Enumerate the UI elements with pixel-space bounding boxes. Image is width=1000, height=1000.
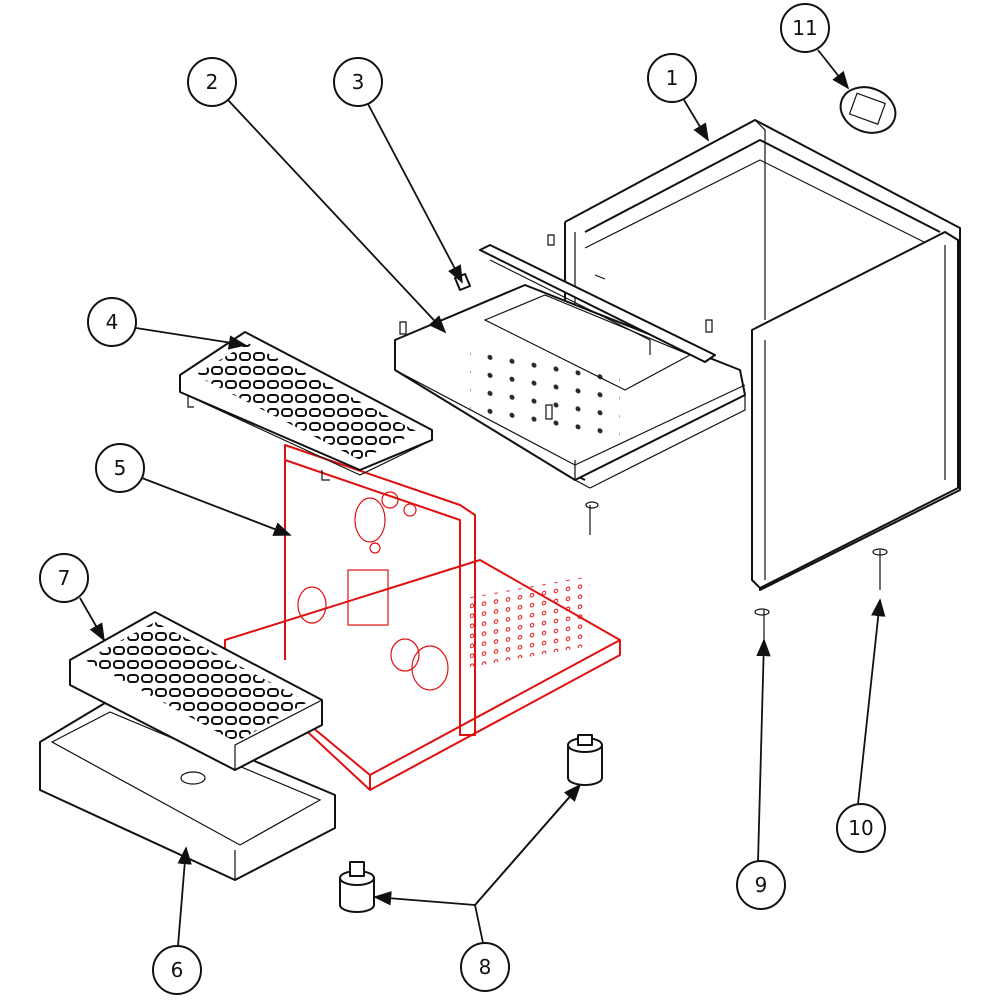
callout-label: 3 bbox=[352, 70, 365, 94]
leader-lines bbox=[79, 49, 886, 947]
callout-10: 10 bbox=[836, 803, 886, 853]
callout-4: 4 bbox=[87, 297, 137, 347]
callout-label: 6 bbox=[171, 958, 184, 982]
callout-label: 8 bbox=[479, 955, 492, 979]
callout-label: 10 bbox=[848, 816, 873, 840]
callout-label: 7 bbox=[58, 566, 71, 590]
callout-2: 2 bbox=[187, 57, 237, 107]
screws bbox=[399, 234, 888, 650]
part-clip bbox=[454, 273, 471, 291]
callout-label: 2 bbox=[206, 70, 219, 94]
callout-label: 5 bbox=[114, 456, 127, 480]
callout-label: 11 bbox=[792, 16, 817, 40]
callout-11: 11 bbox=[780, 3, 830, 53]
part-base-plate bbox=[394, 244, 746, 489]
callout-label: 9 bbox=[755, 873, 768, 897]
callout-6: 6 bbox=[152, 945, 202, 995]
callout-label: 4 bbox=[106, 310, 119, 334]
callout-7: 7 bbox=[39, 553, 89, 603]
part-badge bbox=[839, 86, 897, 134]
callout-9: 9 bbox=[736, 860, 786, 910]
part-upper-grid bbox=[179, 331, 433, 481]
callout-label: 1 bbox=[666, 66, 679, 90]
callout-5: 5 bbox=[95, 443, 145, 493]
part-feet bbox=[339, 734, 603, 913]
callout-8: 8 bbox=[460, 942, 510, 992]
callout-3: 3 bbox=[333, 57, 383, 107]
callout-1: 1 bbox=[647, 53, 697, 103]
part-lower-grid bbox=[69, 611, 323, 771]
